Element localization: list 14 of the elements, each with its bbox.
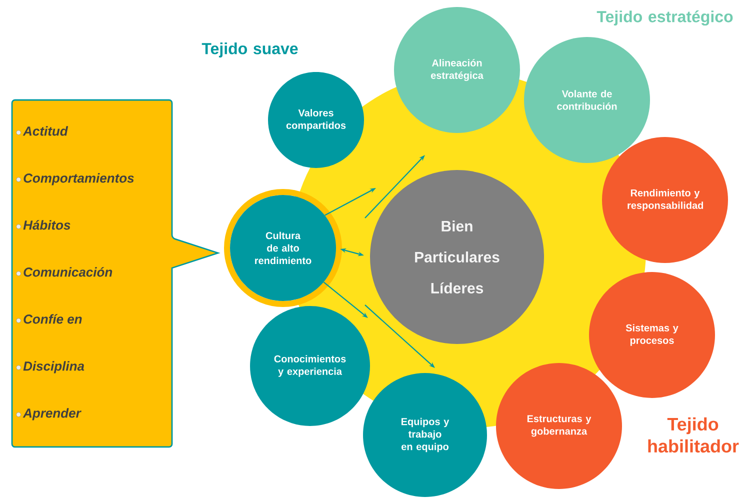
section-heading: Tejido estratégico xyxy=(596,10,733,26)
circle-node: Valores compartidos xyxy=(268,72,364,168)
circle-node: Cultura de alto rendimiento xyxy=(224,188,342,307)
circle-node: Equipos y trabajo en equipo xyxy=(363,372,487,497)
circle-node: Sistemas y procesos xyxy=(589,272,715,398)
section-heading: Tejido suave xyxy=(202,42,298,58)
circle-node: Estructuras y gobernanza xyxy=(496,362,622,489)
section-heading: Tejido habilitador xyxy=(648,417,739,453)
circle-node: Alineación estratégica xyxy=(394,7,520,133)
circle-node: Rendimiento y responsabilidad xyxy=(602,137,728,263)
circle-node: Volante de contribución xyxy=(524,37,650,163)
circle-node: Conocimientos y experiencia xyxy=(250,306,370,426)
circle-node: Bien Particulares Líderes xyxy=(370,170,544,344)
callout-box: Actitud Comportamientos Hábitos Comunicación Confíe en Disciplina Aprender xyxy=(11,99,219,448)
